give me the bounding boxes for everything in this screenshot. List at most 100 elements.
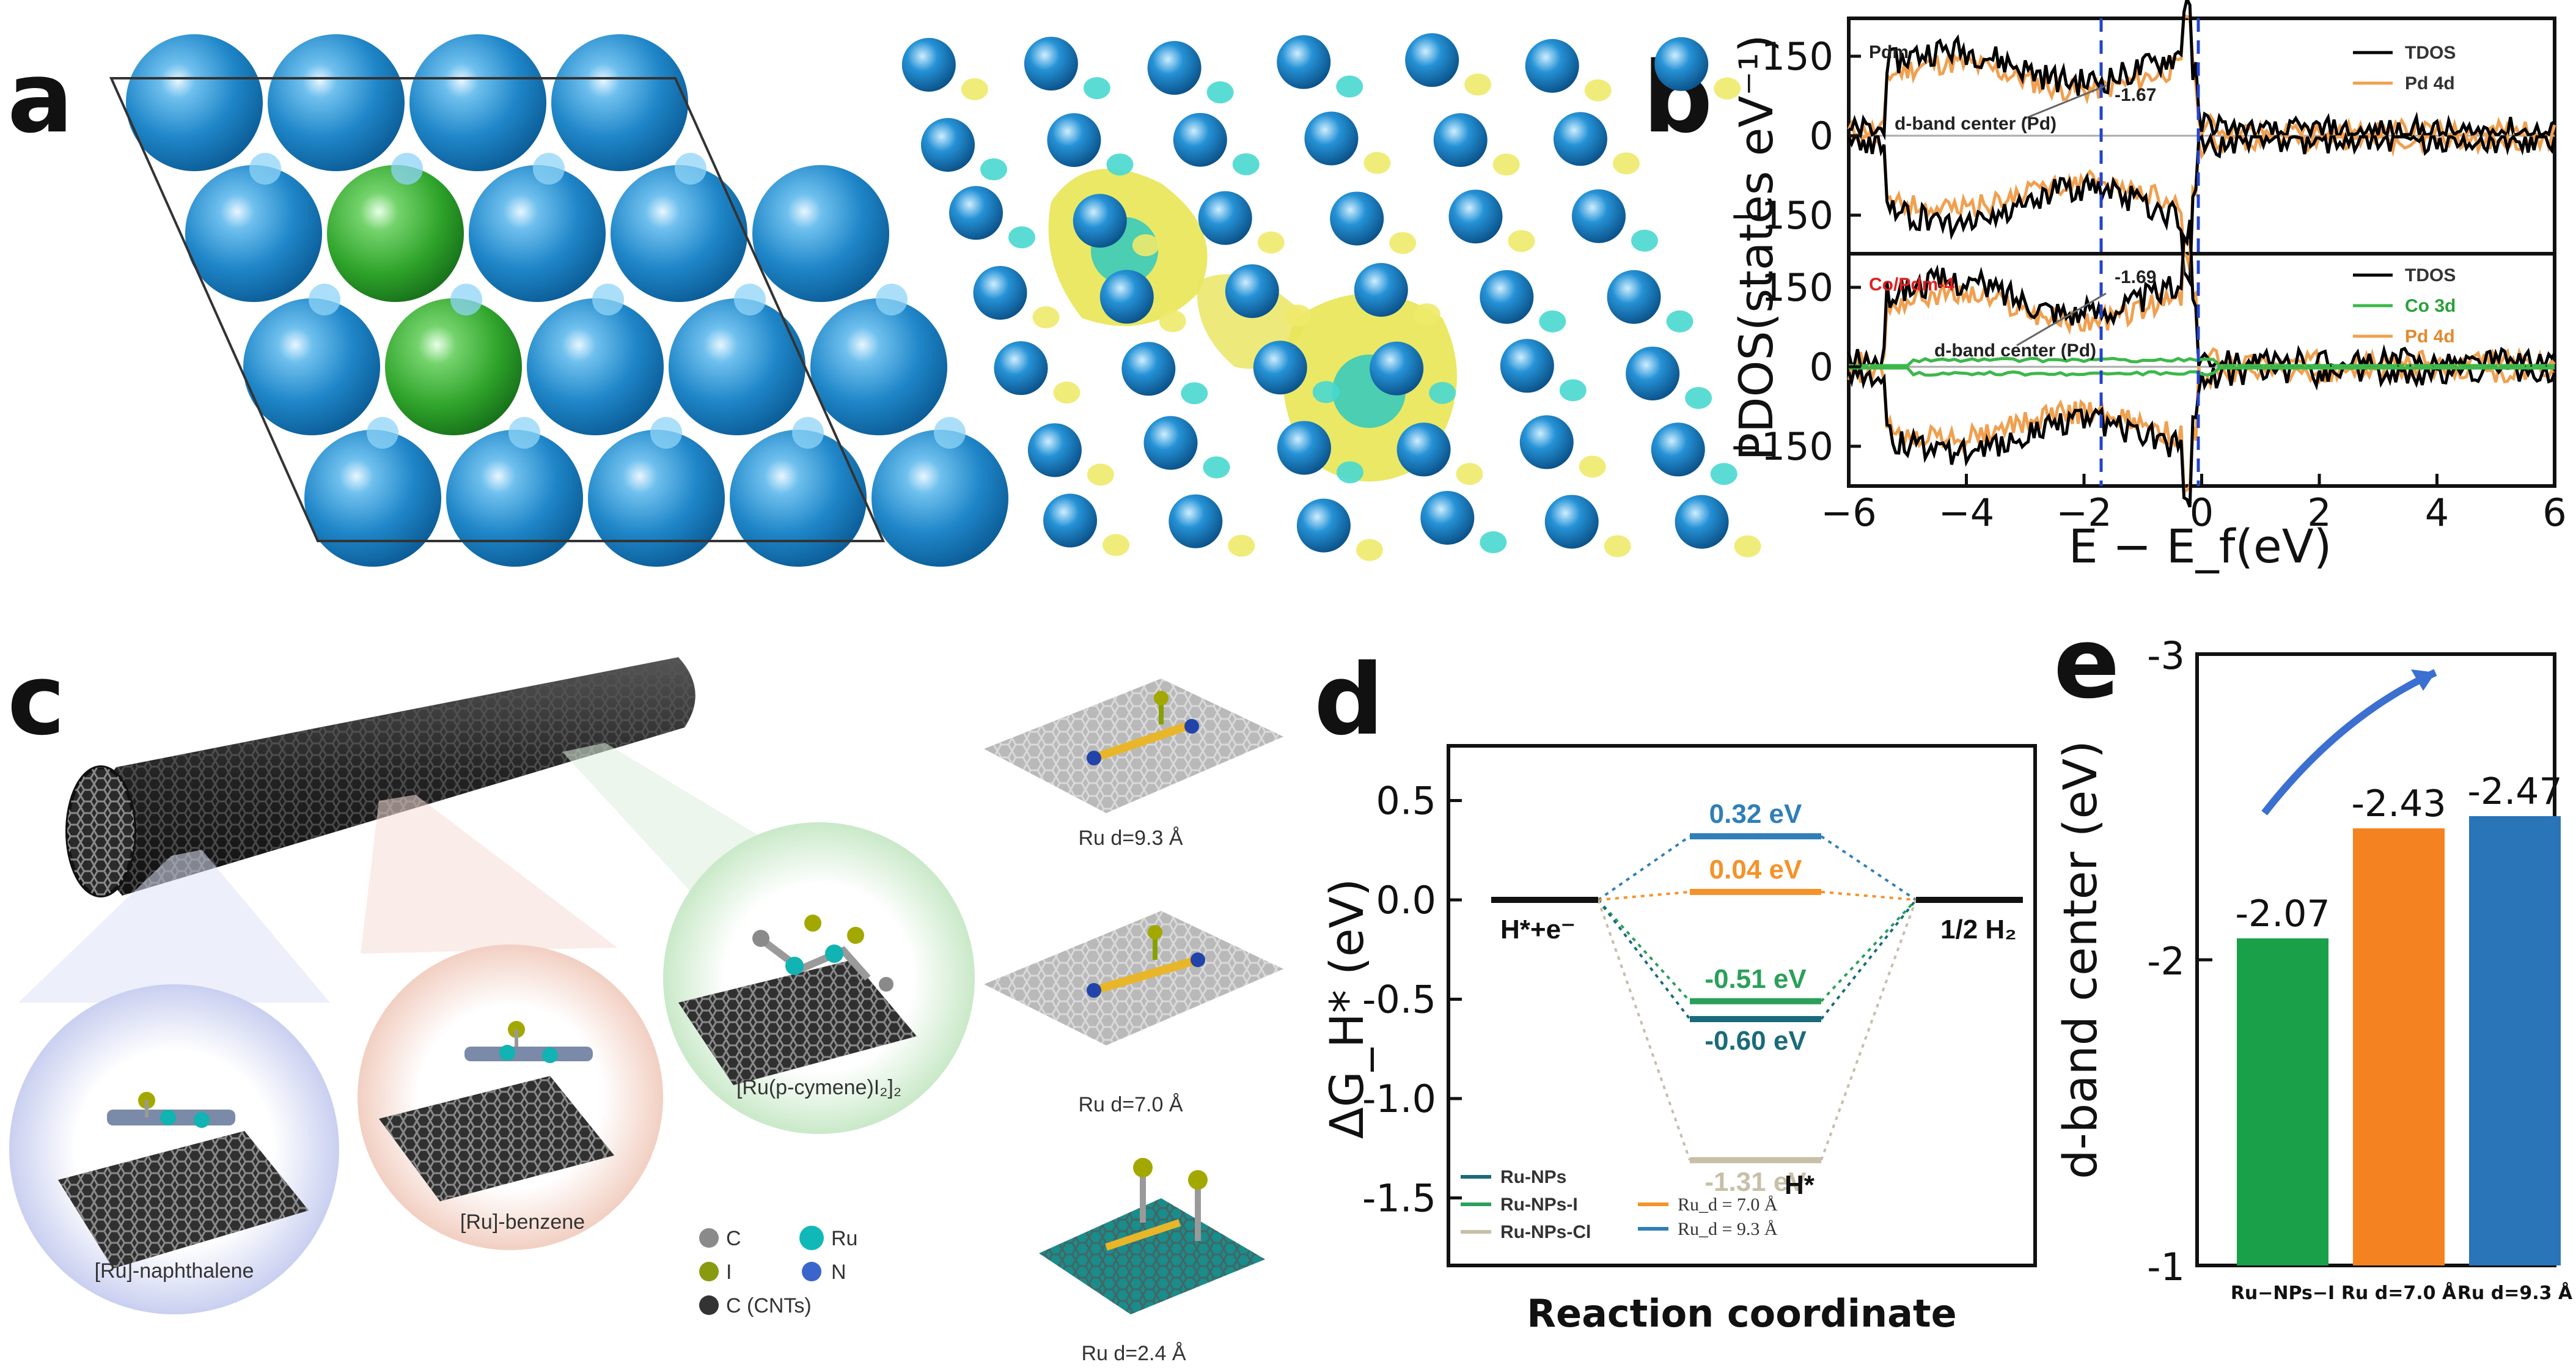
metal-atom	[1654, 37, 1709, 91]
palladium-atom	[304, 430, 441, 567]
metal-atom	[1396, 422, 1451, 477]
cobalt-atom	[327, 165, 464, 302]
panel-label-a: a	[7, 40, 73, 155]
callout-cone-red	[361, 795, 617, 954]
bar-value-label: -2.07	[2235, 893, 2330, 935]
charge-isosurface	[1008, 226, 1036, 249]
level-connector	[1597, 899, 1691, 1020]
metal-atom	[1330, 191, 1384, 246]
metal-atom	[1448, 190, 1503, 244]
y-tick-label: 150	[1761, 265, 1833, 310]
bar	[2237, 938, 2328, 1265]
pdos-y-axis-title: PDOS(states eV⁻¹)	[1729, 34, 1783, 460]
panel-label-c: c	[7, 643, 65, 757]
charge-isosurface	[1336, 75, 1363, 98]
charge-isosurface	[1666, 310, 1693, 333]
charge-isosurface	[1480, 531, 1507, 554]
palladium-atom	[551, 34, 688, 171]
metal-atom	[1277, 421, 1331, 475]
charge-isosurface	[980, 158, 1008, 181]
charge-isosurface	[1032, 306, 1060, 329]
charge-isosurface	[1612, 152, 1640, 175]
charge-isosurface	[1103, 534, 1130, 556]
metal-atom	[1519, 415, 1574, 470]
palladium-atom	[185, 165, 322, 302]
metal-atom	[1304, 111, 1359, 166]
legend-pd4d-top: Pd 4d	[2405, 73, 2455, 94]
metal-atom	[1073, 194, 1127, 248]
graphene-sheet-2	[379, 1021, 614, 1201]
label-ru-d-9-3: Ru d=9.3 Å	[1078, 827, 1183, 850]
legend-n-dot	[802, 1262, 821, 1281]
charge-isosurface	[1257, 231, 1285, 254]
legend-ccnt-dot	[699, 1295, 719, 1315]
metal-atom	[1143, 416, 1198, 470]
energy-level-label: 0.32 eV	[1709, 799, 1802, 829]
metal-atom	[1525, 39, 1579, 93]
palladium-atom	[268, 34, 405, 171]
charge-isosurface	[1714, 77, 1741, 100]
charge-isosurface	[1087, 463, 1114, 486]
unit-cell-outline	[109, 77, 886, 542]
charge-isosurface	[1710, 463, 1738, 485]
bar	[2469, 816, 2561, 1265]
metal-atom	[1043, 493, 1098, 548]
legend-tdos-bottom: TDOS	[2405, 265, 2456, 285]
charge-isosurface	[1539, 310, 1566, 333]
initial-state-label: H*+e⁻	[1500, 915, 1575, 945]
energy-level-label: -1.31 eV	[1704, 1167, 1807, 1197]
charge-isosurface	[1584, 79, 1612, 101]
metal-atom	[1571, 189, 1626, 243]
metal-atom	[1147, 41, 1202, 95]
subsurface-site	[592, 284, 624, 315]
metal-atom	[1651, 422, 1705, 477]
palladium-atom	[409, 34, 546, 171]
level-connector	[1597, 899, 1691, 1003]
energy-level-label: 0.04 eV	[1709, 855, 1802, 885]
palladium-atom	[126, 34, 263, 171]
metal-atom	[1544, 495, 1599, 549]
pd-4d-curve	[1847, 362, 2556, 495]
legend-c-dot	[699, 1228, 719, 1248]
legend-co3d-bottom: Co 3d	[2405, 296, 2456, 316]
charge-isosurface	[1228, 534, 1255, 557]
palladium-atom	[469, 165, 606, 302]
palladium-atom	[872, 430, 1008, 567]
trend-arrow-head	[2411, 669, 2435, 691]
graphene-sheet-3	[678, 915, 917, 1085]
tdos-curve	[1847, 131, 2556, 289]
structure-ru-9-3	[984, 679, 1283, 813]
legend-c: C	[726, 1227, 741, 1250]
charge-isosurface	[1631, 229, 1658, 252]
free-energy-levels: 0.32 eV0.04 eV-0.51 eV-0.60 eV-1.31 eV	[1597, 799, 1917, 1197]
bar-chart-y-axis-title: d-band center (eV)	[2053, 740, 2107, 1179]
y-tick-label: 150	[1761, 34, 1833, 79]
label-ru-benzene: [Ru]-benzene	[460, 1210, 585, 1234]
x-tick-label: 0	[2190, 490, 2214, 535]
pdos-bottom-center-value: -1.69	[2115, 267, 2156, 287]
metal-atom	[1607, 270, 1661, 324]
metal-atom	[949, 186, 1004, 240]
legend-i-dot	[699, 1262, 719, 1281]
metal-atom	[1099, 270, 1154, 324]
charge-isosurface	[1336, 461, 1363, 484]
charge-isosurface	[1492, 153, 1520, 176]
legend-n: N	[831, 1261, 846, 1284]
legend-ru-9-3: Ru_d = 9.3 Å	[1678, 1219, 1778, 1239]
label-ru-cymene: [Ru(p-cymene)I₂]₂	[736, 1076, 901, 1099]
charge-isosurface	[1312, 381, 1340, 403]
bar-value-label: -2.47	[2467, 770, 2562, 813]
metal-atom	[921, 118, 975, 172]
pd-4d-curve	[1849, 131, 2555, 270]
y-tick-label: -1.0	[1362, 1077, 1436, 1121]
metal-atom	[1225, 264, 1279, 319]
charge-isosurface	[1685, 386, 1712, 409]
metal-atom	[1433, 113, 1488, 168]
y-tick-label: 0.0	[1376, 878, 1436, 923]
y-tick-label: -3	[2147, 633, 2185, 678]
palladium-atom	[752, 165, 889, 302]
structure-ru-2-4	[1039, 1158, 1265, 1314]
metal-atom	[1405, 33, 1459, 87]
y-tick-label: −150	[1730, 193, 1833, 238]
metal-atom	[1253, 341, 1307, 395]
